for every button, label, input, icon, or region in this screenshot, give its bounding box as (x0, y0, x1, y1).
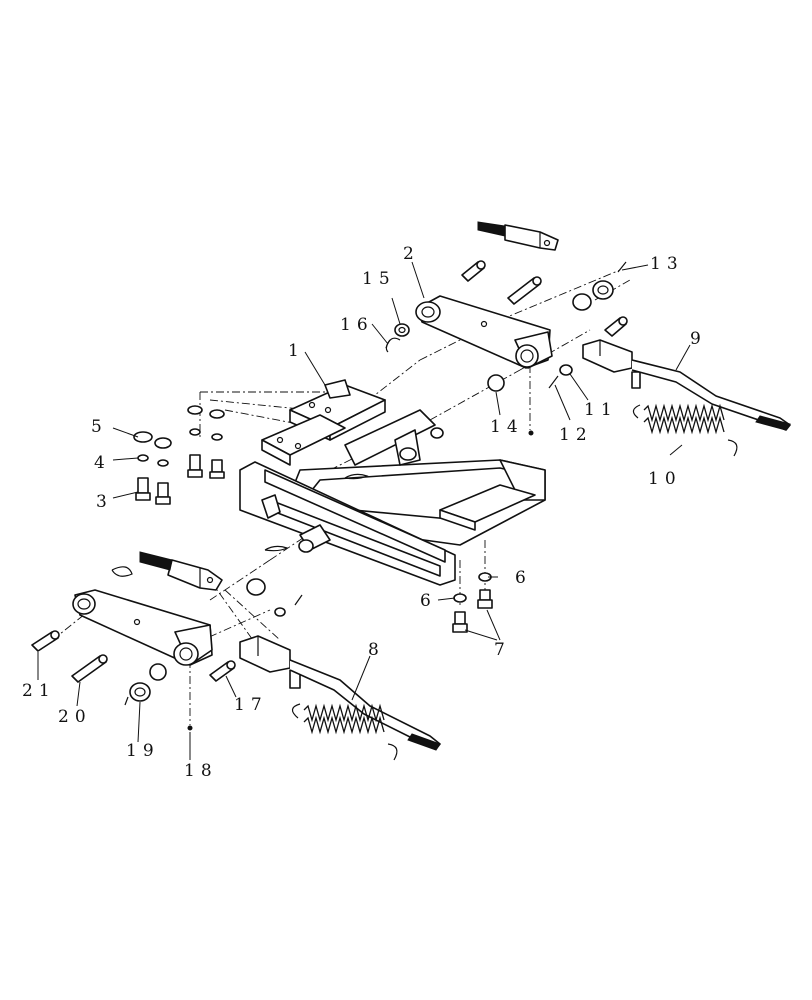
lower-clevis-rod (111, 551, 223, 591)
callout-16: 16 (340, 315, 374, 335)
callout-6a: 6 (515, 568, 532, 588)
left-fastener-stack (133, 405, 225, 505)
upper-spring (632, 403, 738, 457)
upper-lever (582, 339, 791, 431)
callout-1: 1 (288, 341, 305, 361)
lower-lever (239, 635, 441, 751)
leader-lines (37, 261, 691, 760)
callout-12: 12 (559, 425, 593, 445)
callout-6b: 6 (420, 591, 437, 611)
upper-pins (461, 260, 628, 337)
callout-13: 13 (650, 254, 684, 274)
callout-20: 20 (58, 707, 92, 727)
callout-8: 8 (368, 640, 385, 660)
callout-11: 11 (584, 400, 618, 420)
lower-spring (291, 703, 398, 761)
callout-labels: 1 2 3 4 5 6 6 7 8 9 10 11 12 13 14 15 16… (22, 244, 707, 781)
callout-10: 10 (648, 469, 682, 489)
right-fasteners (452, 572, 493, 633)
callout-2: 2 (403, 244, 420, 264)
callout-9: 9 (690, 329, 707, 349)
callout-17: 17 (234, 695, 268, 715)
lower-arm (72, 589, 213, 666)
upper-arm (415, 295, 553, 369)
upper-bushings (394, 280, 614, 436)
main-frame (239, 379, 546, 586)
callout-14: 14 (490, 417, 524, 437)
callout-3: 3 (96, 492, 113, 512)
callout-4: 4 (94, 453, 111, 473)
callout-15: 15 (362, 269, 396, 289)
callout-18: 18 (184, 761, 218, 781)
lower-pins-bushings (31, 578, 303, 731)
callout-19: 19 (126, 741, 160, 761)
callout-7: 7 (494, 640, 511, 660)
callout-5: 5 (91, 417, 108, 437)
upper-clevis-rod (477, 221, 559, 251)
upper-cotter-pins (385, 261, 627, 389)
callout-21: 21 (22, 681, 56, 701)
